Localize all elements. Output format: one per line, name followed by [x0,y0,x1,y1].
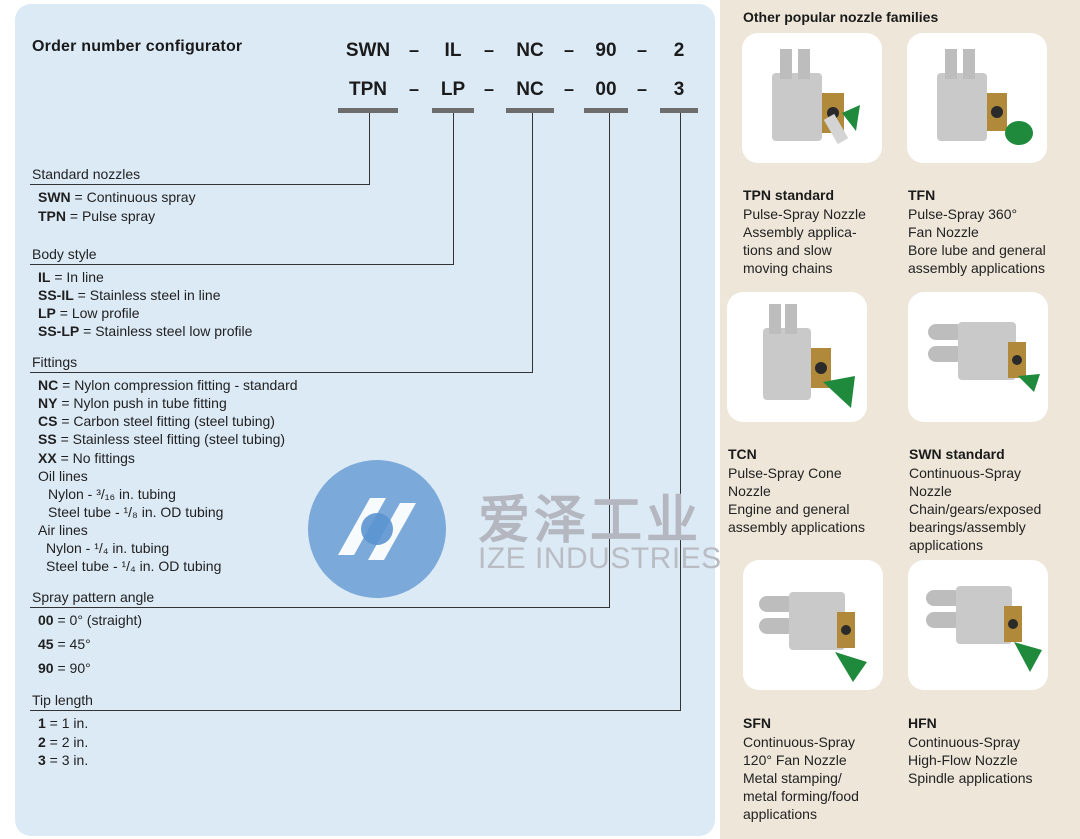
family-desc-swn: Continuous-Spray Nozzle Chain/gears/expo… [909,465,1042,553]
code-bar-body [432,108,474,113]
option-tip-3: 3 = 3 in. [38,752,89,768]
option-tip-2: 2 = 2 in. [38,734,89,750]
option-ny: NY = Nylon push in tube fitting [38,395,227,411]
connector-line [369,113,370,184]
code-bar-fitting [506,108,554,113]
option-cs: CS = Carbon steel fitting (steel tubing) [38,413,275,429]
option-il: IL = In line [38,269,104,285]
connector-line [30,607,610,608]
code-body-row1: IL [444,40,462,61]
oil-lines-label: Oil lines [38,468,88,484]
connector-line [453,113,454,264]
code-angle-row2: 00 [595,79,617,100]
dash: – [636,40,647,60]
dash: – [563,79,574,99]
section-heading-tip-length: Tip length [32,692,93,708]
dash: – [483,40,494,60]
nozzle-photo-tfn [907,33,1047,163]
option-nc: NC = Nylon compression fitting - standar… [38,377,298,393]
section-heading-spray-angle: Spray pattern angle [32,589,155,605]
connector-line [680,113,681,710]
configurator-title: Order number configurator [32,38,243,55]
code-bar-angle [584,108,628,113]
connector-line [30,264,454,265]
families-title: Other popular nozzle families [743,9,939,25]
dash: – [636,79,647,99]
option-lp: LP = Low profile [38,305,140,321]
dash: – [483,79,494,99]
family-desc-sfn: Continuous-Spray 120° Fan Nozzle Metal s… [743,734,859,822]
option-ss-il: SS-IL = Stainless steel in line [38,287,221,303]
connector-line [30,184,370,185]
option-angle-45: 45 = 45° [38,636,91,652]
connector-line [532,113,533,372]
family-desc-tcn: Pulse-Spray Cone Nozzle Engine and gener… [728,465,865,535]
connector-line [30,372,533,373]
dash: – [408,79,419,99]
connector-line [30,710,681,711]
air-lines-label: Air lines [38,522,88,538]
code-tip-row2: 3 [673,79,685,100]
family-name-sfn: SFN [743,715,771,731]
family-desc-tpn: Pulse-Spray Nozzle Assembly applica- tio… [743,206,866,276]
code-angle-row1: 90 [595,40,617,61]
family-desc-hfn: Continuous-Spray High-Flow Nozzle Spindl… [908,734,1033,786]
option-angle-00: 00 = 0° (straight) [38,612,143,628]
option-ss: SS = Stainless steel fitting (steel tubi… [38,431,286,447]
option-xx: XX = No fittings [38,450,135,466]
code-bar-nozzle [338,108,398,113]
section-heading-standard-nozzles: Standard nozzles [32,166,141,182]
family-name-tcn: TCN [728,446,757,462]
family-name-swn: SWN standard [909,446,1005,462]
section-heading-fittings: Fittings [32,354,78,370]
oil-steel-label: Steel tube - ¹/₈ in. OD tubing [48,504,224,520]
option-swn: SWN = Continuous spray [38,189,196,205]
option-tpn: TPN = Pulse spray [38,208,156,224]
oil-nylon-label: Nylon - ³/₁₆ in. tubing [48,486,176,502]
nozzle-photo-hfn [908,560,1048,690]
connector-line [609,113,610,607]
code-tip-row1: 2 [673,40,685,61]
nozzle-photo-sfn [743,560,883,690]
family-name-tpn: TPN standard [743,187,835,203]
option-angle-90: 90 = 90° [38,660,91,676]
watermark-logo-icon [308,460,446,598]
code-body-row2: LP [440,79,466,100]
code-nozzle-row1: SWN [345,40,391,61]
code-fitting-row1: NC [516,40,544,61]
nozzle-photo-tpn [742,33,882,163]
family-desc-tfn: Pulse-Spray 360° Fan Nozzle Bore lube an… [908,206,1046,276]
watermark-cn-text: 爱泽工业 [478,491,703,551]
watermark-en-text: IZE INDUSTRIES [478,542,722,575]
family-name-tfn: TFN [908,187,936,203]
code-nozzle-row2: TPN [349,79,387,100]
code-fitting-row2: NC [516,79,544,100]
nozzle-photo-tcn [727,292,867,422]
option-tip-1: 1 = 1 in. [38,715,89,731]
configurator-panel [15,4,715,836]
nozzle-photo-swn [908,292,1048,422]
section-heading-body-style: Body style [32,246,97,262]
family-name-hfn: HFN [908,715,937,731]
dash: – [408,40,419,60]
air-steel-label: Steel tube - ¹/₄ in. OD tubing [46,558,222,574]
air-nylon-label: Nylon - ¹/₄ in. tubing [46,540,170,556]
option-ss-lp: SS-LP = Stainless steel low profile [38,323,253,339]
code-bar-tip [660,108,698,113]
dash: – [563,40,574,60]
